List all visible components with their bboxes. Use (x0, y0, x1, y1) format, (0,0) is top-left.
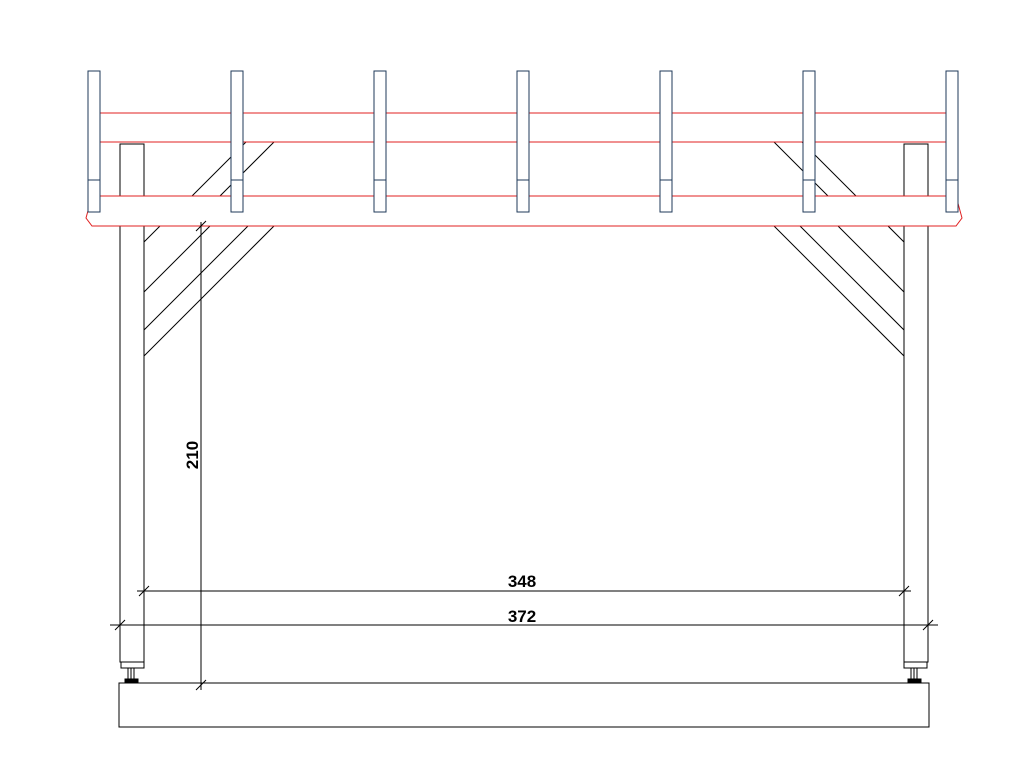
rafter (516, 70, 530, 213)
dimension-outer-width (110, 619, 938, 631)
rafter (945, 70, 959, 213)
dimension-outer-width-label: 372 (508, 607, 536, 626)
dimension-height (195, 220, 207, 691)
foundation-slab (118, 682, 930, 728)
rafters (87, 70, 959, 213)
rafter (373, 70, 387, 213)
post-anchor-left (120, 661, 145, 684)
dimension-inner-width (137, 585, 911, 597)
post-anchor-right (903, 661, 928, 684)
post-right (903, 143, 929, 663)
rafter (659, 70, 673, 213)
dimension-height-label: 210 (183, 441, 202, 469)
knee-brace-left (143, 225, 275, 357)
knee-brace-right (773, 225, 905, 357)
rafter (230, 70, 244, 213)
dimension-inner-width-label: 348 (508, 572, 536, 591)
post-left (119, 143, 145, 663)
rafter (87, 70, 101, 213)
rafter (802, 70, 816, 213)
